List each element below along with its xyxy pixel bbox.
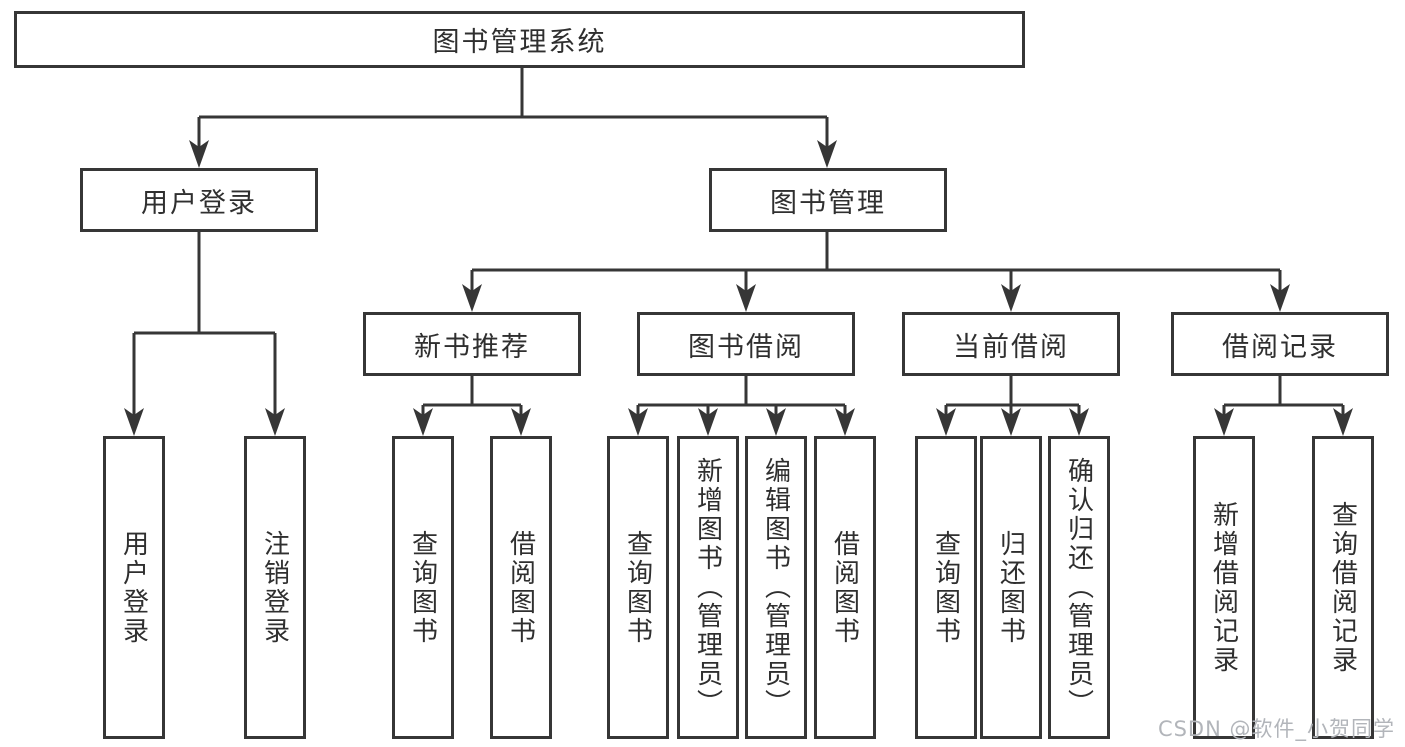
- leaf-current-query-books: 查询图书: [915, 436, 977, 739]
- node-new-book-recommend: 新书推荐: [363, 312, 581, 376]
- leaf-borrowing-add-books-admin: 新增图书（管理员）: [677, 436, 739, 739]
- node-book-management: 图书管理: [709, 168, 947, 232]
- leaf-logout: 注销登录: [244, 436, 306, 739]
- leaf-newbook-query-books: 查询图书: [392, 436, 454, 739]
- leaf-user-login: 用户登录: [103, 436, 165, 739]
- node-book-borrowing: 图书借阅: [637, 312, 855, 376]
- leaf-records-query-borrow-record: 查询借阅记录: [1312, 436, 1374, 739]
- leaf-borrowing-borrow-books: 借阅图书: [814, 436, 876, 739]
- node-user-login: 用户登录: [80, 168, 318, 232]
- leaf-current-return-books: 归还图书: [980, 436, 1042, 739]
- leaf-newbook-borrow-books: 借阅图书: [490, 436, 552, 739]
- node-current-borrowing: 当前借阅: [902, 312, 1120, 376]
- connector-paths: [132, 67, 1345, 417]
- node-library-management-system: 图书管理系统: [14, 11, 1025, 68]
- leaf-borrowing-query-books: 查询图书: [607, 436, 669, 739]
- leaf-records-add-borrow-record: 新增借阅记录: [1193, 436, 1255, 739]
- arrowhead-icons: [124, 140, 1353, 436]
- csdn-watermark: CSDN @软件_小贺同学: [1157, 717, 1395, 741]
- leaf-borrowing-edit-books-admin: 编辑图书（管理员）: [745, 436, 807, 739]
- node-borrowing-records: 借阅记录: [1171, 312, 1389, 376]
- leaf-current-confirm-return-admin: 确认归还（管理员）: [1048, 436, 1110, 739]
